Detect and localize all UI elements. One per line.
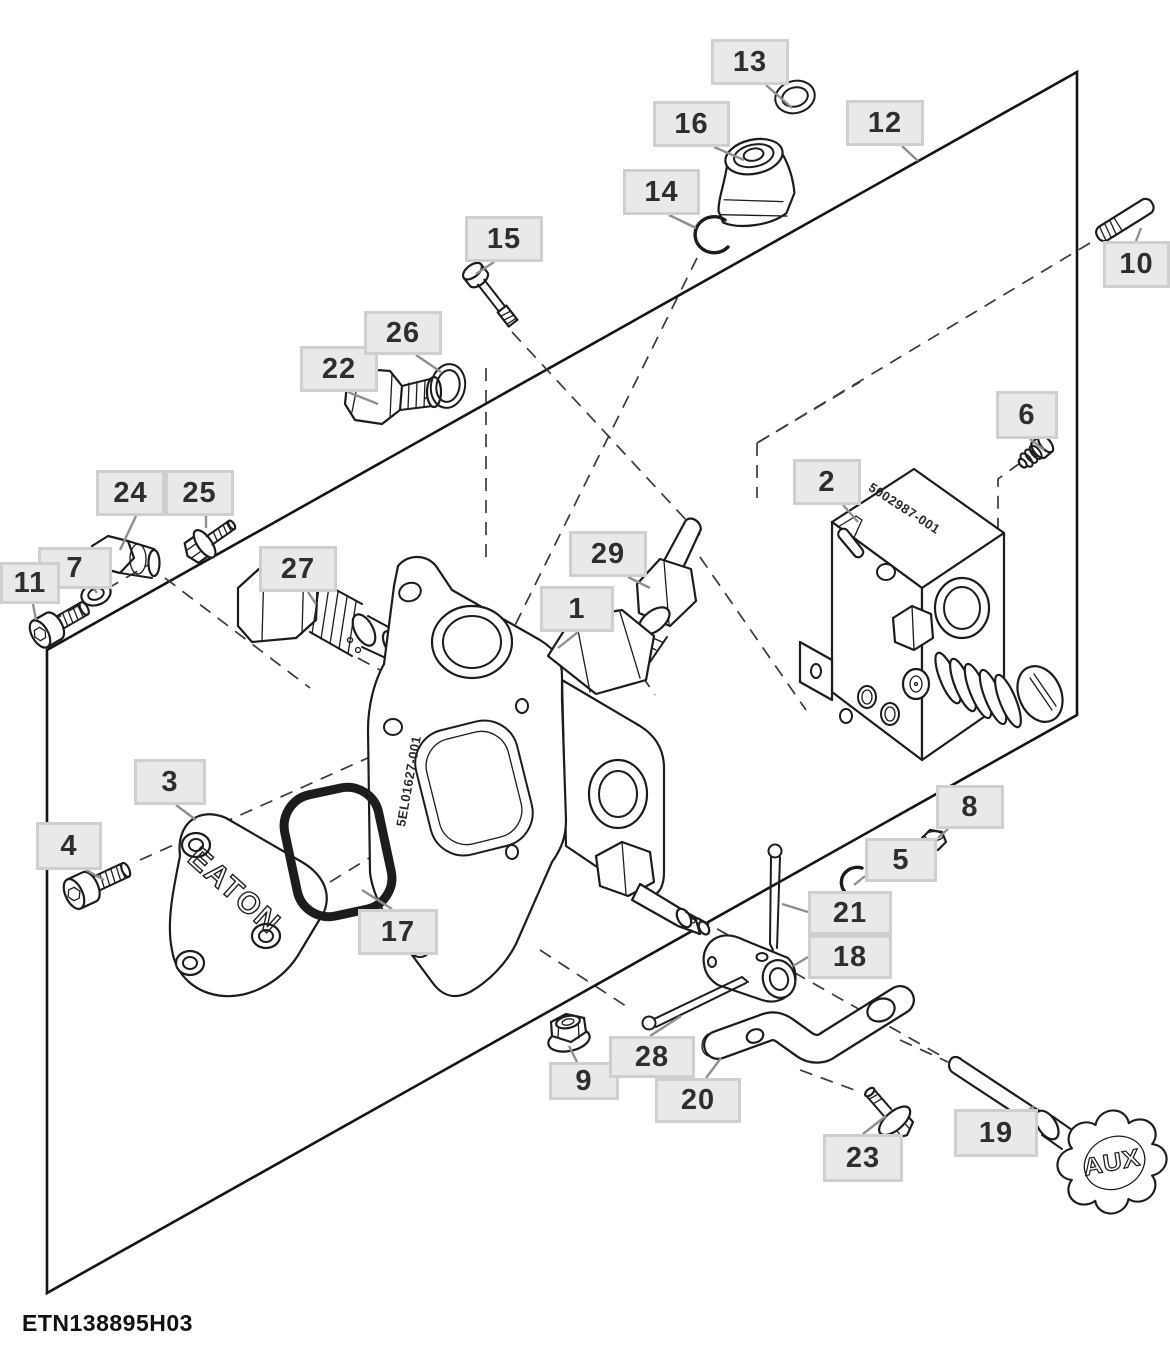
part-20-bracket bbox=[701, 985, 915, 1064]
figure-code: ETN138895H03 bbox=[22, 1310, 193, 1336]
callout-2: 2 bbox=[793, 459, 861, 505]
part-10-pin bbox=[1095, 197, 1155, 243]
callout-29: 29 bbox=[569, 531, 647, 577]
leader-line-4 bbox=[85, 868, 105, 882]
callout-9: 9 bbox=[549, 1062, 619, 1100]
leader-line-20 bbox=[705, 1057, 722, 1079]
callout-19: 19 bbox=[954, 1109, 1038, 1157]
callout-23: 23 bbox=[823, 1134, 903, 1182]
part-25-bolt bbox=[183, 519, 237, 564]
callout-16: 16 bbox=[653, 101, 730, 147]
callout-25: 25 bbox=[165, 470, 234, 516]
callout-5: 5 bbox=[865, 838, 937, 882]
part-4-screw bbox=[62, 861, 132, 911]
leader-line-17 bbox=[361, 888, 393, 911]
part-11-screw bbox=[28, 601, 90, 649]
part-6-screw bbox=[1017, 434, 1055, 469]
callout-10: 10 bbox=[1103, 241, 1170, 288]
leader-line-11 bbox=[31, 603, 38, 621]
leader-line-5 bbox=[853, 875, 866, 886]
leader-line-24 bbox=[118, 515, 138, 551]
leader-line-29 bbox=[627, 575, 651, 590]
part-19-aux-handle: AUX bbox=[947, 1055, 1168, 1215]
leader-line-7 bbox=[93, 588, 98, 594]
leader-line-10 bbox=[1134, 227, 1143, 242]
leader-line-6 bbox=[1029, 438, 1045, 451]
mounting-panel-outline bbox=[45, 69, 1079, 1296]
callout-26: 26 bbox=[364, 311, 442, 355]
callout-17: 17 bbox=[358, 909, 438, 955]
leader-line-13 bbox=[765, 84, 793, 109]
leader-line-3 bbox=[175, 804, 197, 821]
callout-4: 4 bbox=[36, 822, 102, 870]
callout-13: 13 bbox=[711, 39, 789, 85]
callout-3: 3 bbox=[134, 759, 206, 805]
leader-line-14 bbox=[668, 213, 697, 230]
callout-8: 8 bbox=[936, 785, 1004, 829]
part-21-cotter-pin bbox=[767, 843, 783, 951]
part-14-snap-ring bbox=[693, 215, 730, 255]
part-16-coupler-fitting bbox=[717, 137, 796, 228]
leader-line-2 bbox=[842, 504, 859, 523]
part-9-nut bbox=[547, 1012, 591, 1053]
callout-14: 14 bbox=[623, 169, 700, 215]
callout-21: 21 bbox=[808, 891, 892, 935]
leader-line-18 bbox=[792, 955, 809, 968]
leader-line-22 bbox=[347, 390, 379, 406]
callout-1: 1 bbox=[540, 586, 614, 632]
leader-line-26 bbox=[415, 354, 442, 373]
part-18-coupler bbox=[702, 934, 797, 1003]
part-26-o-ring bbox=[429, 363, 467, 409]
callout-12: 12 bbox=[846, 100, 924, 146]
leader-line-1 bbox=[557, 631, 579, 649]
leader-line-15 bbox=[475, 261, 495, 275]
leader-line-8 bbox=[937, 828, 949, 839]
leader-line-12 bbox=[901, 145, 919, 162]
leader-line-23 bbox=[862, 1115, 887, 1135]
leader-line-28 bbox=[649, 1014, 682, 1038]
leader-line-9 bbox=[567, 1045, 579, 1063]
callout-6: 6 bbox=[996, 391, 1058, 439]
part-28-cotter-pin bbox=[641, 976, 749, 1031]
leader-line-27 bbox=[307, 591, 317, 605]
part-2-valve-section: 5002987-001 bbox=[798, 467, 1064, 762]
callout-18: 18 bbox=[808, 935, 892, 979]
callout-28: 28 bbox=[609, 1036, 695, 1078]
callout-leader-lines bbox=[31, 84, 1143, 1135]
part-17-gasket bbox=[279, 782, 397, 922]
callout-22: 22 bbox=[300, 346, 378, 392]
part-23-bolt bbox=[864, 1086, 915, 1141]
part-15-bolt bbox=[461, 261, 519, 328]
callout-24: 24 bbox=[96, 470, 165, 516]
leader-line-16 bbox=[713, 145, 745, 162]
callout-11: 11 bbox=[0, 562, 60, 604]
callout-15: 15 bbox=[465, 216, 543, 262]
leader-line-21 bbox=[781, 902, 809, 914]
callout-20: 20 bbox=[655, 1078, 741, 1123]
part-1-valve-housing: 5EL01627-001 bbox=[366, 555, 711, 998]
callout-27: 27 bbox=[259, 546, 337, 592]
